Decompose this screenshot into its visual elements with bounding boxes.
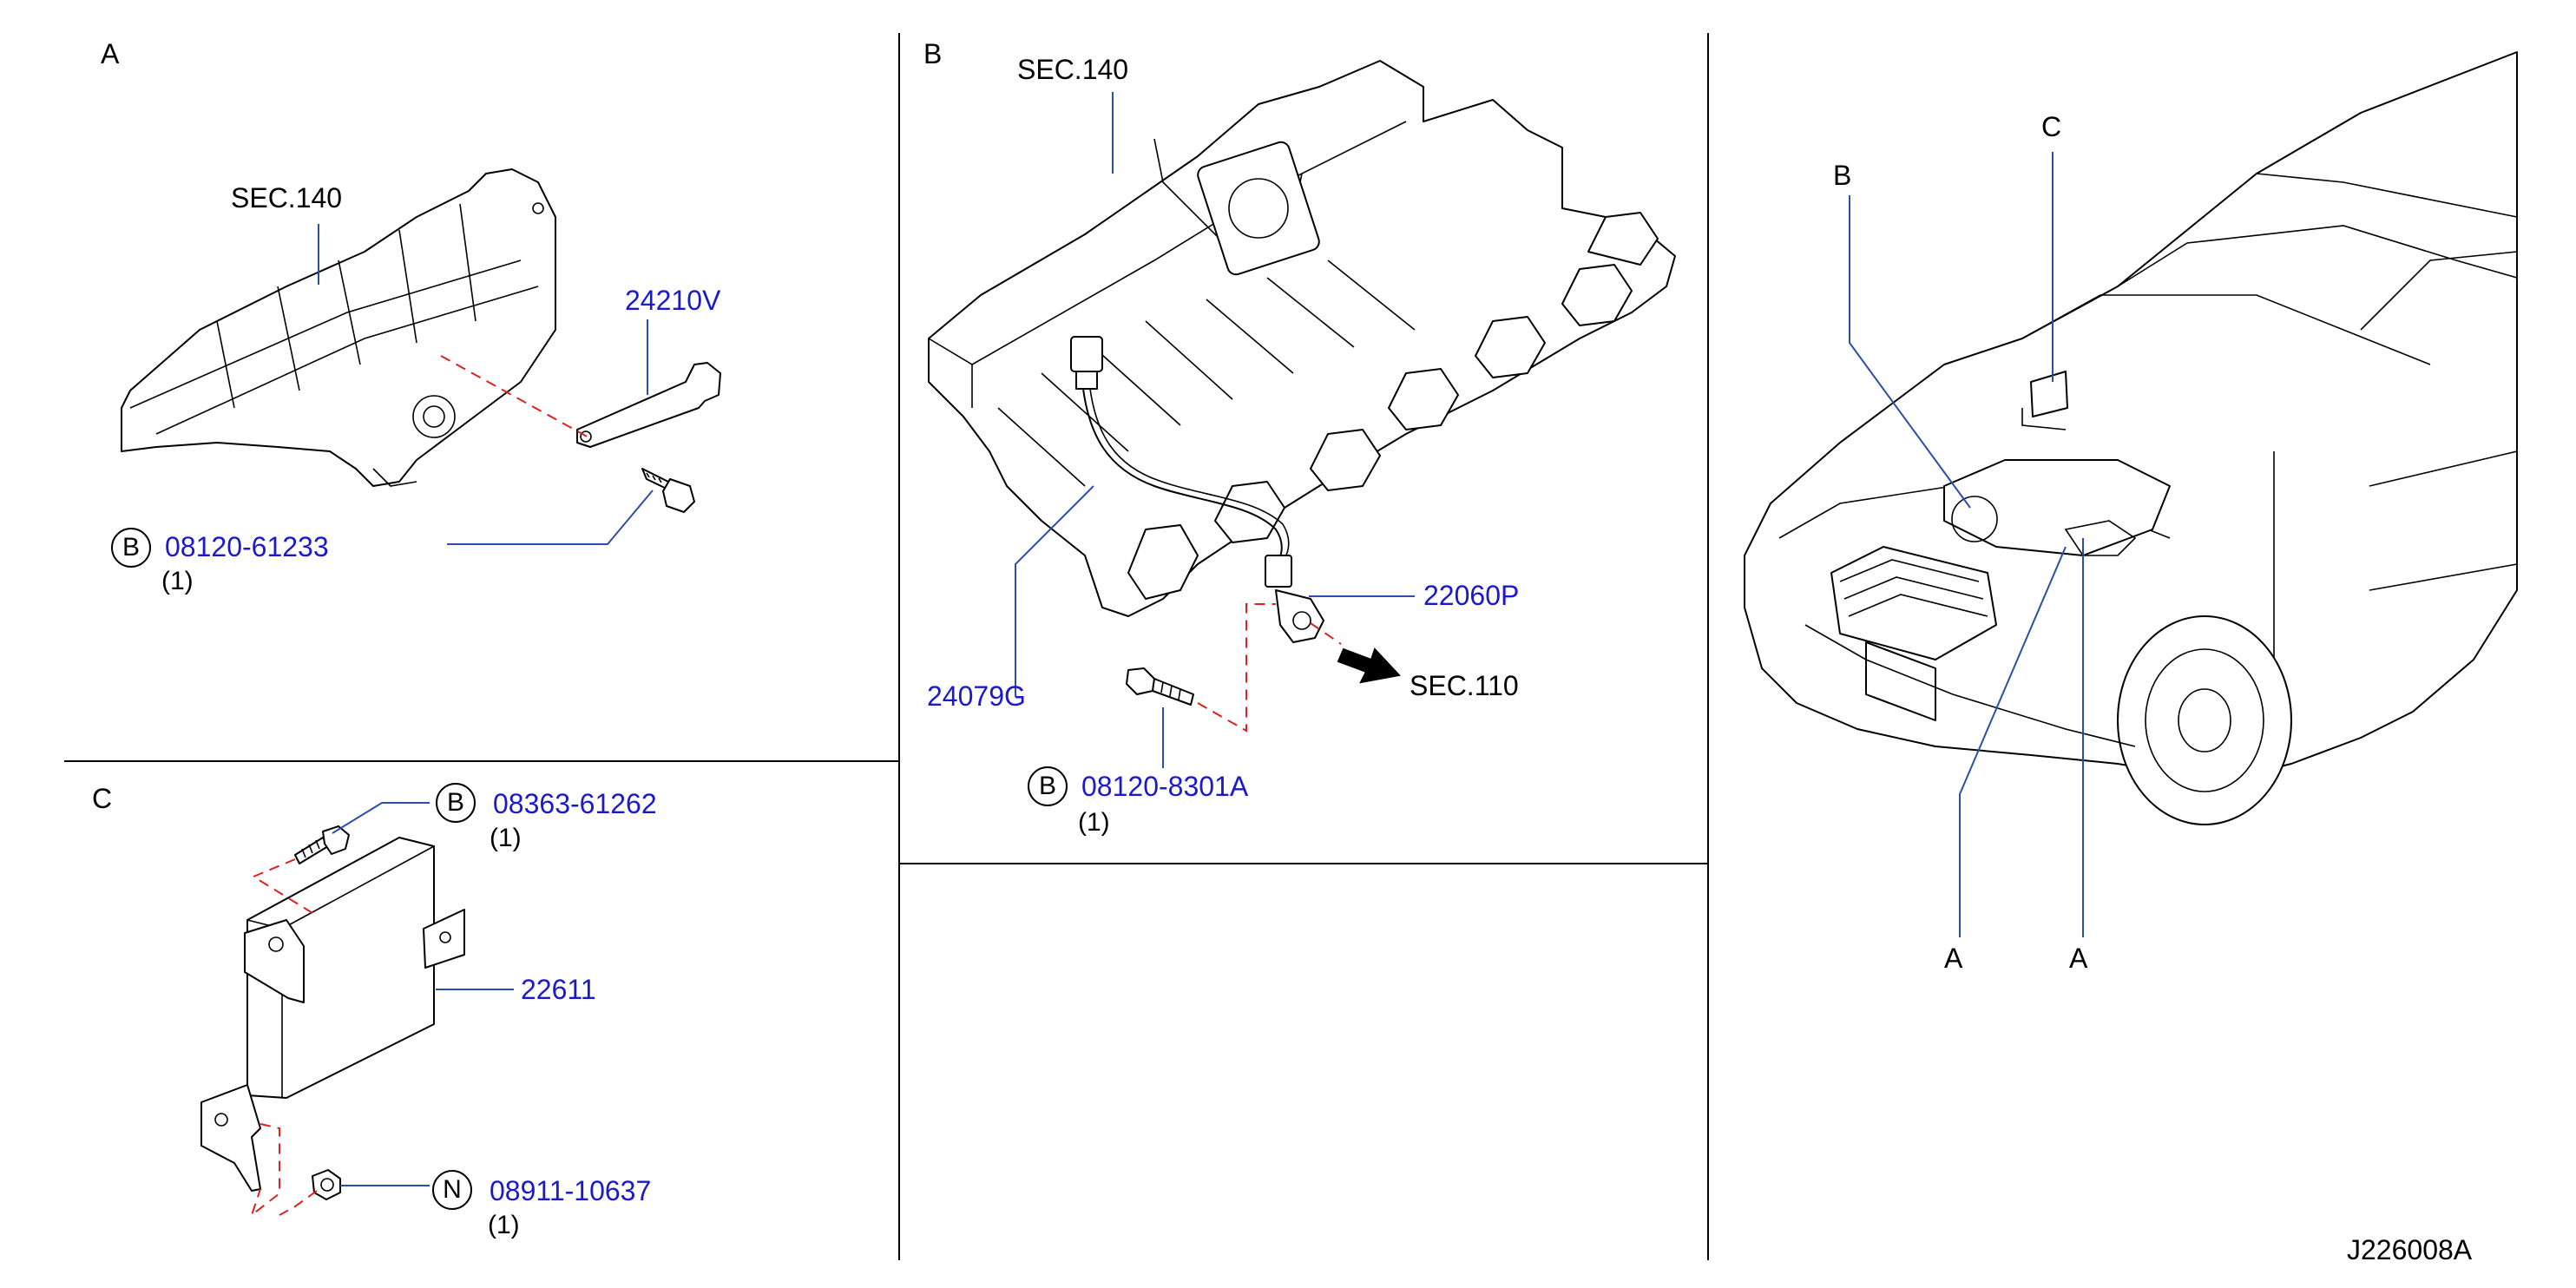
manifold-cover-a — [121, 168, 556, 487]
quantity-bolt-c: (1) — [490, 824, 522, 852]
leaders-vehicle — [1849, 152, 2084, 937]
part-number-control-unit[interactable]: 22611 — [521, 974, 596, 1005]
ref-symbol-b-c: B — [436, 783, 476, 823]
quantity-nut-c: (1) — [488, 1211, 520, 1239]
vehicle-callout-c[interactable]: C — [2041, 111, 2062, 142]
part-number-bolt-a[interactable]: 08120-61233 — [165, 531, 329, 562]
quantity-bolt-b: (1) — [1078, 808, 1110, 837]
vehicle-callout-b[interactable]: B — [1833, 160, 1852, 191]
control-unit-c — [200, 837, 465, 1192]
panel-b-letter: B — [923, 38, 943, 69]
panel-b-sec-label: SEC.140 — [1017, 54, 1129, 85]
sensor-bracket-a — [576, 362, 721, 448]
panel-a-letter: A — [101, 38, 120, 69]
bolt-a — [641, 468, 695, 513]
vehicle-outline — [1744, 51, 2518, 825]
panel-dividers — [64, 33, 1709, 1260]
vehicle-callout-a-right[interactable]: A — [2069, 943, 2088, 974]
ref-symbol-b-a: B — [111, 528, 151, 568]
panel-c-letter: C — [92, 783, 113, 814]
nut-c — [312, 1169, 341, 1200]
bolt-b — [1126, 667, 1194, 706]
part-number-sensor-bracket[interactable]: 24210V — [625, 285, 721, 316]
quantity-bolt-a: (1) — [161, 567, 194, 595]
vehicle-callout-a-left[interactable]: A — [1944, 943, 1963, 974]
leaders-c — [250, 802, 514, 1218]
intake-manifold-b — [928, 60, 1676, 617]
ref-symbol-b-b: B — [1028, 766, 1068, 806]
ref-symbol-n-c: N — [432, 1170, 472, 1210]
part-number-harness[interactable]: 24079G — [927, 680, 1026, 712]
part-number-bolt-c[interactable]: 08363-61262 — [493, 788, 657, 819]
leaders-b — [1015, 92, 1415, 768]
part-number-nut-c[interactable]: 08911-10637 — [490, 1175, 652, 1206]
diagram-id: J226008A — [2347, 1234, 2473, 1265]
panel-a-sec-label: SEC.140 — [231, 182, 343, 214]
leaders-a — [318, 224, 654, 545]
part-number-bolt-b[interactable]: 08120-8301A — [1081, 771, 1249, 802]
sec110-label: SEC.110 — [1410, 670, 1519, 701]
harness-b — [1070, 336, 1292, 588]
bolt-c — [294, 825, 350, 864]
part-number-knock-sensor[interactable]: 22060P — [1423, 580, 1520, 611]
knock-sensor-b — [1275, 589, 1324, 643]
sec110-arrow — [1337, 647, 1401, 684]
